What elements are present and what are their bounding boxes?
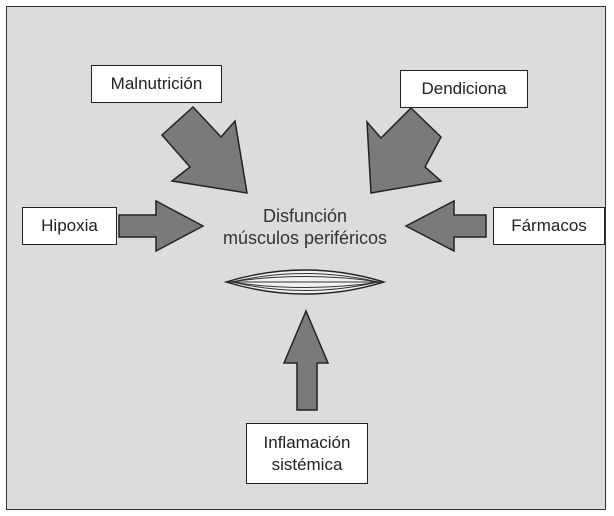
box-farmacos: Fármacos — [493, 207, 605, 245]
arrow-dendiciona — [366, 106, 443, 194]
arrow-inflamacion — [282, 309, 330, 411]
box-inflamacion-line2: sistémica — [271, 454, 343, 474]
box-malnutricion: Malnutrición — [91, 65, 222, 103]
arrow-hipoxia — [118, 199, 205, 253]
box-dendiciona-label: Dendiciona — [421, 79, 507, 98]
box-dendiciona: Dendiciona — [400, 70, 528, 108]
arrow-farmacos — [404, 199, 487, 253]
box-malnutricion-label: Malnutrición — [110, 74, 203, 93]
arrow-malnutricion — [160, 105, 248, 194]
box-hipoxia-label: Hipoxia — [41, 216, 98, 235]
box-inflamacion: Inflamación sistémica — [246, 423, 368, 484]
center-label: Disfunción músculos periféricos — [210, 205, 400, 249]
muscle-fiber-icon — [223, 269, 387, 295]
center-label-line1: Disfunción — [262, 206, 348, 226]
box-farmacos-label: Fármacos — [511, 216, 587, 235]
box-inflamacion-line1: Inflamación — [263, 432, 351, 452]
box-hipoxia: Hipoxia — [22, 207, 117, 245]
center-label-line2: músculos periféricos — [222, 228, 388, 248]
